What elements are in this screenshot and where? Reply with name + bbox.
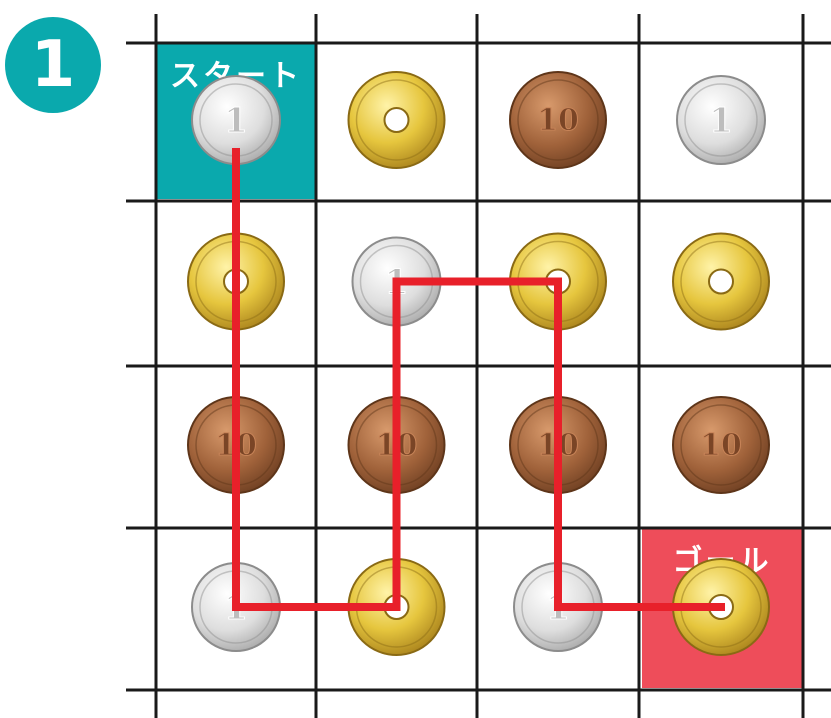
coin-1-3 [673,234,769,330]
coin-face-value: 1 [224,101,248,141]
coin-face-value: 10 [700,428,742,463]
coin-face-value: 1 [709,101,733,141]
coin-face-value: 10 [537,103,579,138]
coin-0-2: 10 [510,72,606,168]
coin-0-1 [349,72,445,168]
coin-hole [385,108,409,132]
solution-path [236,148,725,607]
coin-2-3: 10 [673,397,769,493]
solution-path-layer [236,148,725,607]
coin-hole [709,270,733,294]
coin-0-3: 1 [677,76,765,164]
